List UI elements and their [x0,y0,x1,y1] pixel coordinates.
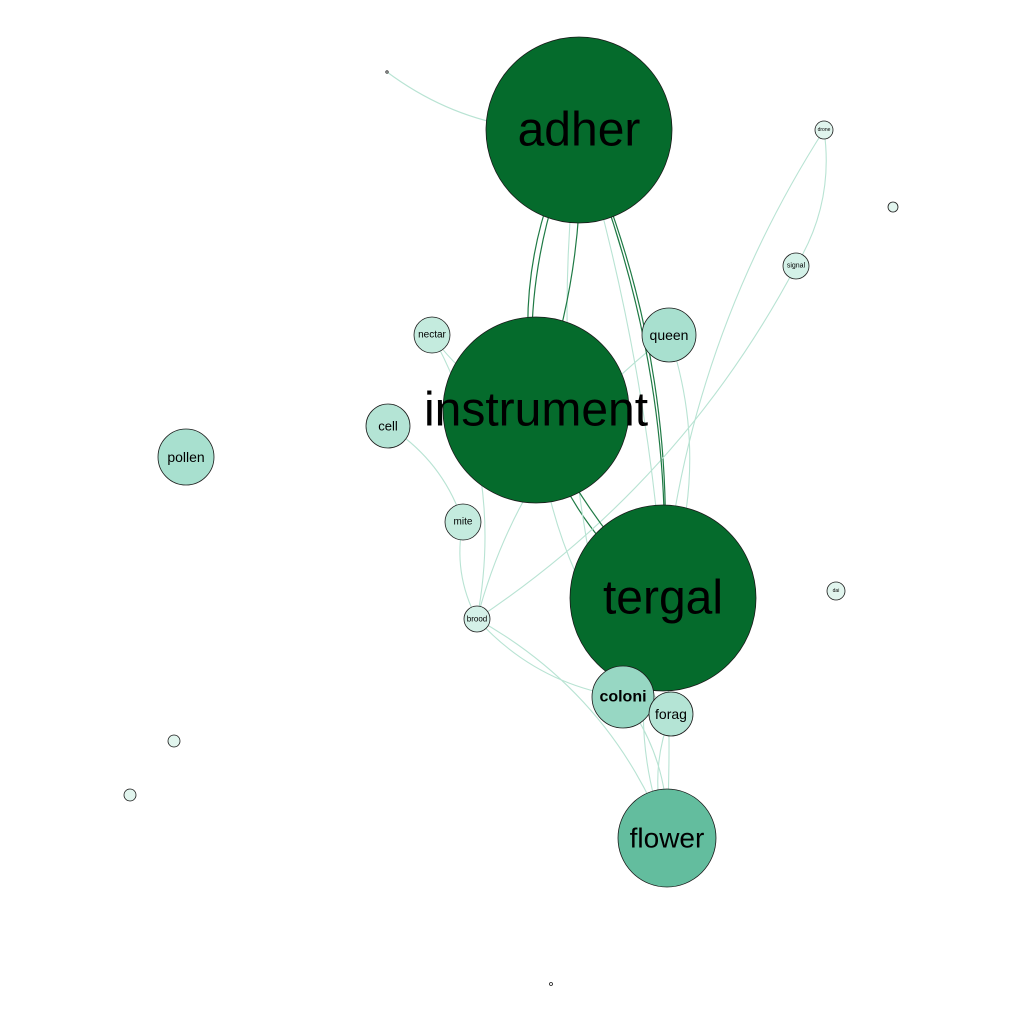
node-mite: mite [444,503,482,541]
node-brood: brood [463,605,491,633]
node-circle-pollen [157,428,215,486]
node-circle-coloni [591,665,655,729]
node-drone: drone [814,120,834,140]
node-small3 [123,788,137,802]
node-cell: cell [365,403,411,449]
node-tiny2 [549,982,553,986]
node-label-mite: mite [454,517,473,528]
nodes-layer: adher instrument tergal flower coloni forag qu… [123,36,899,986]
node-circle-queen [641,307,697,363]
node-label-dai: dai [833,588,840,594]
node-pollen: pollen [157,428,215,486]
node-label-queen: queen [650,327,689,343]
node-coloni: coloni [591,665,655,729]
node-circle-small3 [123,788,137,802]
node-tiny1 [385,70,389,74]
node-label-brood: brood [467,615,487,624]
node-forag: forag [648,691,694,737]
node-circle-small2 [167,734,181,748]
node-circle-nectar [413,316,451,354]
node-label-flower: flower [630,823,705,854]
node-circle-instrument [442,316,630,504]
node-dai: dai [826,581,846,601]
node-circle-signal [782,252,810,280]
node-signal: signal [782,252,810,280]
node-small2 [167,734,181,748]
node-adher: adher [485,36,673,224]
node-label-coloni: coloni [599,689,646,706]
node-circle-tergal [569,504,757,692]
edge-brood-signal [476,265,797,620]
node-label-nectar: nectar [418,330,446,341]
node-label-tergal: tergal [603,572,723,625]
node-circle-drone [814,120,834,140]
node-circle-adher [485,36,673,224]
node-label-signal: signal [787,263,806,270]
node-instrument: instrument [424,316,648,504]
node-label-drone: drone [818,127,831,133]
node-circle-flower [617,788,717,888]
node-label-instrument: instrument [424,384,648,437]
node-circle-forag [648,691,694,737]
node-small1 [887,201,899,213]
node-label-forag: forag [655,706,687,722]
node-circle-mite [444,503,482,541]
node-circle-cell [365,403,411,449]
node-tergal: tergal [569,504,757,692]
node-circle-dai [826,581,846,601]
node-flower: flower [617,788,717,888]
node-circle-tiny1 [385,70,389,74]
node-nectar: nectar [413,316,451,354]
node-label-adher: adher [518,104,641,157]
node-circle-brood [463,605,491,633]
node-label-pollen: pollen [167,449,204,465]
node-circle-small1 [887,201,899,213]
node-label-cell: cell [378,419,398,434]
node-circle-tiny2 [549,982,553,986]
node-queen: queen [641,307,697,363]
edge-signal-drone [795,129,827,267]
